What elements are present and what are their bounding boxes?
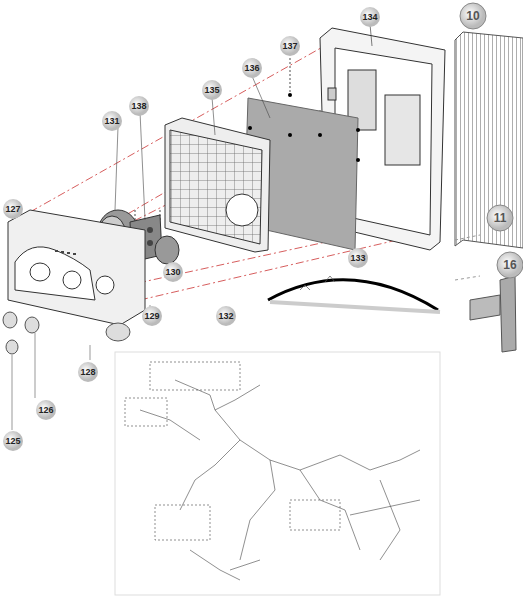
callout-number: 128 [80, 368, 95, 377]
front-cover [8, 210, 145, 325]
callout-bubble [242, 58, 262, 78]
callout-number: 130 [165, 268, 180, 277]
callout-bubble [129, 96, 149, 116]
callout-bubble [142, 306, 162, 326]
callout-bubble [487, 205, 513, 231]
small-knobs [3, 312, 130, 354]
callout-bubble [216, 306, 236, 326]
callout-number: 16 [503, 259, 516, 271]
callout-number: 137 [282, 42, 297, 51]
grid-panel [165, 97, 270, 252]
callout-number: 133 [350, 254, 365, 263]
callout-number: 131 [104, 117, 119, 126]
callout-bubble [3, 431, 23, 451]
callout-number: 10 [466, 10, 479, 22]
callout-bubble [360, 7, 380, 27]
callout-number: 132 [218, 312, 233, 321]
callout-number: 127 [5, 205, 20, 214]
wiring-harness [125, 362, 420, 580]
callout-bubble [78, 362, 98, 382]
callout-number: 125 [5, 437, 20, 446]
callout-number: 135 [204, 86, 219, 95]
callout-bubble [102, 111, 122, 131]
callout-bubble [163, 262, 183, 282]
callout-number: 11 [494, 212, 507, 224]
callout-bubble [202, 80, 222, 100]
callout-bubble [36, 400, 56, 420]
callout-number: 136 [244, 64, 259, 73]
callout-number: 134 [362, 13, 377, 22]
wiring-diagram-frame [115, 352, 440, 595]
callout-number: 129 [144, 312, 159, 321]
callout-number: 138 [131, 102, 146, 111]
callout-bubble [348, 248, 368, 268]
callout-bubble [3, 199, 23, 219]
side-panel [455, 32, 523, 248]
callout-bubble [497, 252, 523, 278]
callout-bubble [460, 3, 486, 29]
callout-bubble [280, 36, 300, 56]
callout-number: 126 [38, 406, 53, 415]
